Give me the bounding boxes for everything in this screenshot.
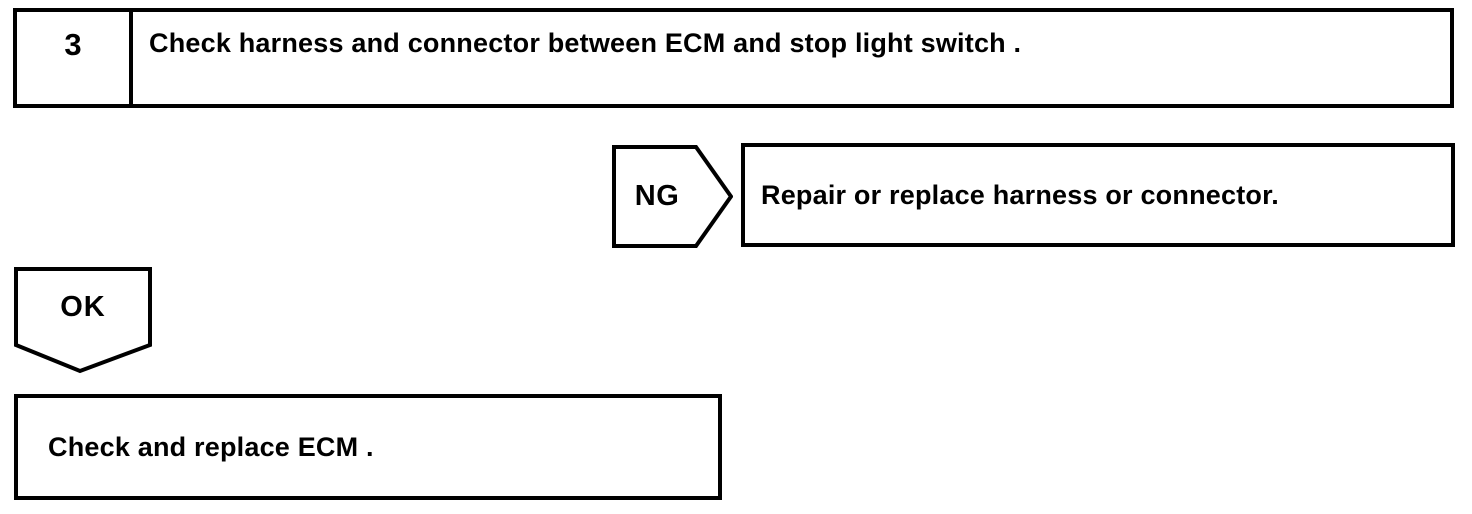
- step-box: 3 Check harness and connector between EC…: [13, 8, 1454, 108]
- ng-branch-arrow: NG: [612, 145, 733, 248]
- ng-action-text: Repair or replace harness or connector.: [761, 179, 1279, 210]
- step-instruction: Check harness and connector between ECM …: [149, 28, 1022, 58]
- ok-action-box: Check and replace ECM .: [14, 394, 722, 500]
- ng-action-box: Repair or replace harness or connector.: [741, 143, 1455, 247]
- right-arrow-pentagon-icon: [612, 145, 733, 248]
- ok-branch-arrow: OK: [14, 267, 152, 374]
- ok-label: OK: [60, 290, 106, 323]
- ng-label: NG: [634, 180, 680, 212]
- down-arrow-pentagon-icon: [14, 267, 152, 374]
- ok-action-text: Check and replace ECM .: [48, 431, 374, 462]
- step-number: 3: [17, 12, 133, 104]
